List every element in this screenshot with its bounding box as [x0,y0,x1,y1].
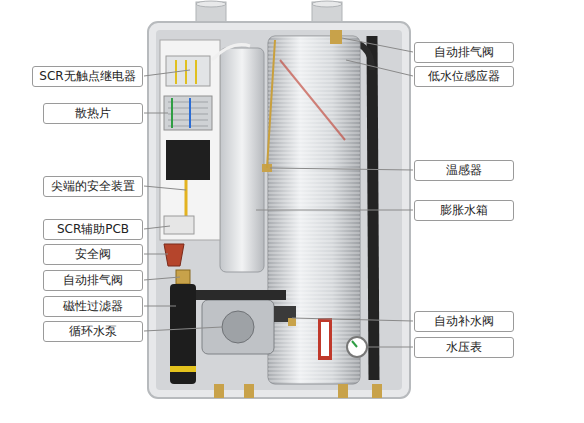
expansion-tank [220,48,264,272]
wire [171,98,173,128]
warning-sticker-panel [321,322,329,356]
part-name: 温感器 [446,164,482,176]
leader-line [144,70,190,76]
heat-sink [164,96,212,130]
part-name: 磁性过滤器 [63,300,123,312]
pipe-end [312,1,342,7]
label-box: 磁性过滤器 [43,296,143,317]
pipe [196,290,286,300]
leader-line [144,226,170,229]
pipe-end [196,1,226,7]
leader-line [342,38,413,52]
part-name: 循环水泵 [69,325,117,337]
leader-line [368,347,413,348]
part-name: SCR无触点继电器 [39,70,135,82]
leader-line [144,277,180,280]
sensor-wire [267,40,275,168]
bottom-fitting [244,384,254,398]
magnetic-filter [170,284,196,384]
air-vent [330,30,342,44]
leader-line [144,113,168,114]
label-box: 低水位感应器 [414,66,514,87]
leader-line [144,327,222,331]
wire [189,98,191,128]
part-name: 尖端的安全装置 [51,180,135,192]
label-box: SCR无触点继电器 [32,66,143,87]
leader-line [256,210,413,211]
leader-line [346,60,413,76]
bottom-fitting [338,384,348,398]
part-name: 自动排气阀 [63,274,123,286]
label-box: 尖端的安全装置 [43,176,143,197]
leader-line [144,186,186,190]
leader-lines [144,38,413,347]
scr-relay [166,56,210,86]
label-box: 自动补水阀 [414,311,514,332]
pump-head [222,311,254,343]
control-block [166,140,210,180]
bottom-fitting [214,384,224,398]
gauge-needle [352,341,357,347]
label-box: 安全阀 [43,244,143,265]
brass-fitting [288,318,296,326]
heat-sink-fins [168,102,208,126]
wire [176,60,196,84]
leader-line [144,254,168,255]
label-box: 循环水泵 [43,321,143,342]
label-box: 散热片 [43,103,143,124]
warning-sticker [318,318,332,360]
leader-line [292,318,413,321]
part-name: 自动补水阀 [434,315,494,327]
part-name: SCR辅助PCB [57,223,129,235]
label-box: 膨胀水箱 [414,200,514,221]
hose [372,36,374,380]
bottom-fitting [372,384,382,398]
scr-pcb [164,216,194,234]
safety-valve [164,244,184,266]
part-name: 低水位感应器 [428,70,500,82]
leader-line [270,168,413,170]
label-box: 自动排气阀 [414,42,514,63]
part-name: 自动排气阀 [434,46,494,58]
part-name: 膨胀水箱 [440,204,488,216]
label-box: 水压表 [414,337,514,358]
label-box: 温感器 [414,160,514,181]
part-name: 散热片 [75,107,111,119]
label-box: SCR辅助PCB [43,219,143,240]
part-name: 水压表 [446,341,482,353]
label-box: 自动排气阀 [43,270,143,291]
pressure-gauge [347,337,367,357]
part-name: 安全阀 [75,248,111,260]
leader-line [144,306,176,307]
filter-band [170,366,196,372]
tank-print [280,60,345,140]
wire [212,45,250,60]
